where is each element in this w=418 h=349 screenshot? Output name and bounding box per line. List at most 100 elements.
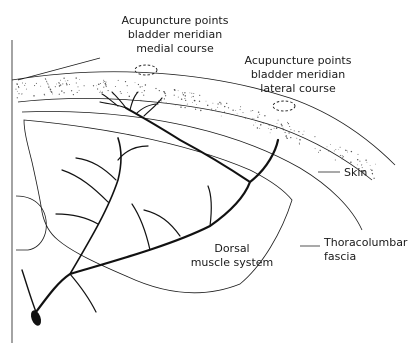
lateral-muscle-twig-1	[144, 210, 180, 236]
thoracolumbar-label-line-1: Thoracolumbar	[323, 236, 408, 249]
stipple-dot	[343, 156, 344, 157]
stipple-dot	[143, 95, 144, 96]
stipple-dot	[67, 80, 68, 81]
stipple-dot	[287, 122, 288, 123]
stipple-dot	[50, 89, 51, 90]
stipple-dot	[71, 90, 72, 91]
stipple-dot	[342, 157, 343, 158]
stipple-dot	[345, 150, 346, 151]
stipple-dot	[365, 160, 366, 161]
skin-outer-surface	[12, 72, 395, 165]
stipple-dot	[61, 90, 62, 91]
skin-inner-boundary	[18, 98, 372, 180]
thoracolumbar-label-line-2: fascia	[324, 250, 356, 263]
lateral-label-line-1: Acupuncture points	[245, 54, 352, 67]
stipple-dot	[103, 80, 104, 81]
stipple-dot	[155, 88, 156, 89]
stipple-dot	[135, 82, 136, 83]
stipple-dot	[207, 105, 208, 106]
stipple-dot	[338, 149, 339, 150]
stipple-dot	[60, 80, 61, 81]
cutaneous-terminal-branches	[100, 92, 162, 116]
stipple-dot	[180, 107, 181, 108]
stipple-dot	[221, 116, 222, 117]
stipple-dot	[375, 164, 376, 165]
stipple-dot	[281, 124, 282, 125]
stipple-dot	[18, 86, 19, 87]
medial-branch-twig-1	[62, 170, 108, 202]
stipple-dot	[79, 90, 80, 91]
stipple-dot	[340, 155, 341, 156]
stipple-dot	[193, 96, 194, 97]
stipple-dot	[346, 150, 347, 151]
stipple-dot	[105, 83, 106, 84]
stipple-dot	[138, 84, 139, 85]
stipple-dot	[76, 82, 77, 83]
stipple-dot	[299, 143, 300, 144]
stipple-dot	[252, 118, 253, 119]
stipple-dot	[194, 100, 195, 101]
stipple-dot	[232, 110, 233, 111]
lower-nerve-twig	[70, 274, 96, 312]
lateral-label-line-2: bladder meridian	[251, 68, 345, 81]
stipple-dot	[298, 131, 299, 132]
stipple-dot	[342, 158, 343, 159]
stipple-dot	[140, 86, 141, 87]
stipple-dot	[18, 87, 19, 88]
stipple-dot	[50, 91, 51, 92]
stipple-dot	[340, 147, 341, 148]
stipple-dot	[304, 131, 305, 132]
stipple-dot	[174, 95, 175, 96]
stipple-dot	[166, 102, 167, 103]
stipple-dot	[59, 85, 60, 86]
stipple-dot	[278, 120, 279, 121]
stipple-dot	[105, 82, 106, 83]
ganglion-root	[22, 270, 36, 312]
stipple-dot	[108, 90, 109, 91]
stipple-dot	[274, 128, 275, 129]
stipple-dot	[175, 104, 176, 105]
stipple-dot	[103, 87, 104, 88]
stipple-dot	[286, 137, 287, 138]
stipple-dot	[219, 102, 220, 103]
stipple-dot	[283, 129, 284, 130]
medial-acupoint-marker	[135, 65, 157, 75]
stipple-dot	[373, 178, 374, 179]
stipple-dot	[51, 91, 52, 92]
stipple-dot	[193, 93, 194, 94]
stipple-dot	[17, 91, 18, 92]
stipple-dot	[221, 104, 222, 105]
stipple-dot	[140, 100, 141, 101]
dorsal-ramus-trunk	[36, 140, 278, 312]
stipple-dot	[96, 85, 97, 86]
stipple-dot	[159, 90, 160, 91]
stipple-dot	[190, 93, 191, 94]
stipple-dot	[106, 86, 107, 87]
stipple-dot	[289, 126, 290, 127]
stipple-dot	[58, 82, 59, 83]
stipple-dot	[288, 132, 289, 133]
stipple-dot	[254, 118, 255, 119]
stipple-dot	[164, 98, 165, 99]
stipple-dot	[127, 85, 128, 86]
stipple-dot	[36, 83, 37, 84]
stipple-dot	[240, 106, 241, 107]
stipple-dot	[142, 92, 143, 93]
dorsal-label-line-2: muscle system	[191, 256, 274, 269]
stipple-dot	[120, 91, 121, 92]
vertebra-outline	[16, 196, 46, 250]
stipple-dot	[121, 93, 122, 94]
stipple-dot	[73, 94, 74, 95]
stipple-dot	[359, 161, 360, 162]
stipple-dot	[199, 95, 200, 96]
stipple-dot	[315, 148, 316, 149]
stipple-dot	[251, 111, 252, 112]
stipple-dot	[164, 93, 165, 94]
stipple-dot	[104, 81, 105, 82]
stipple-dot	[294, 130, 295, 131]
stipple-dot	[270, 133, 271, 134]
stipple-dot	[62, 83, 63, 84]
stipple-dot	[269, 124, 270, 125]
stipple-dot	[350, 161, 351, 162]
stipple-dot	[184, 107, 185, 108]
